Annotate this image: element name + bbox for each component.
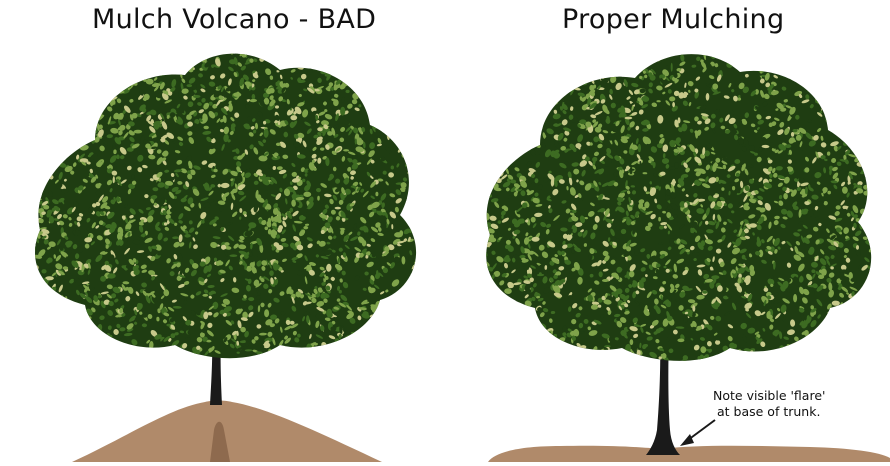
- flare-pointer-arrow: [680, 420, 715, 446]
- panel-title-proper-mulching: Proper Mulching: [562, 4, 784, 35]
- flare-note-line1: Note visible 'flare': [713, 388, 825, 403]
- panel-title-mulch-volcano: Mulch Volcano - BAD: [92, 4, 376, 35]
- tree-canopy-right: [471, 41, 888, 374]
- proper-mulch-layer: [488, 446, 890, 462]
- flare-note-line2: at base of trunk.: [717, 404, 820, 419]
- tree-canopy-left: [21, 41, 429, 369]
